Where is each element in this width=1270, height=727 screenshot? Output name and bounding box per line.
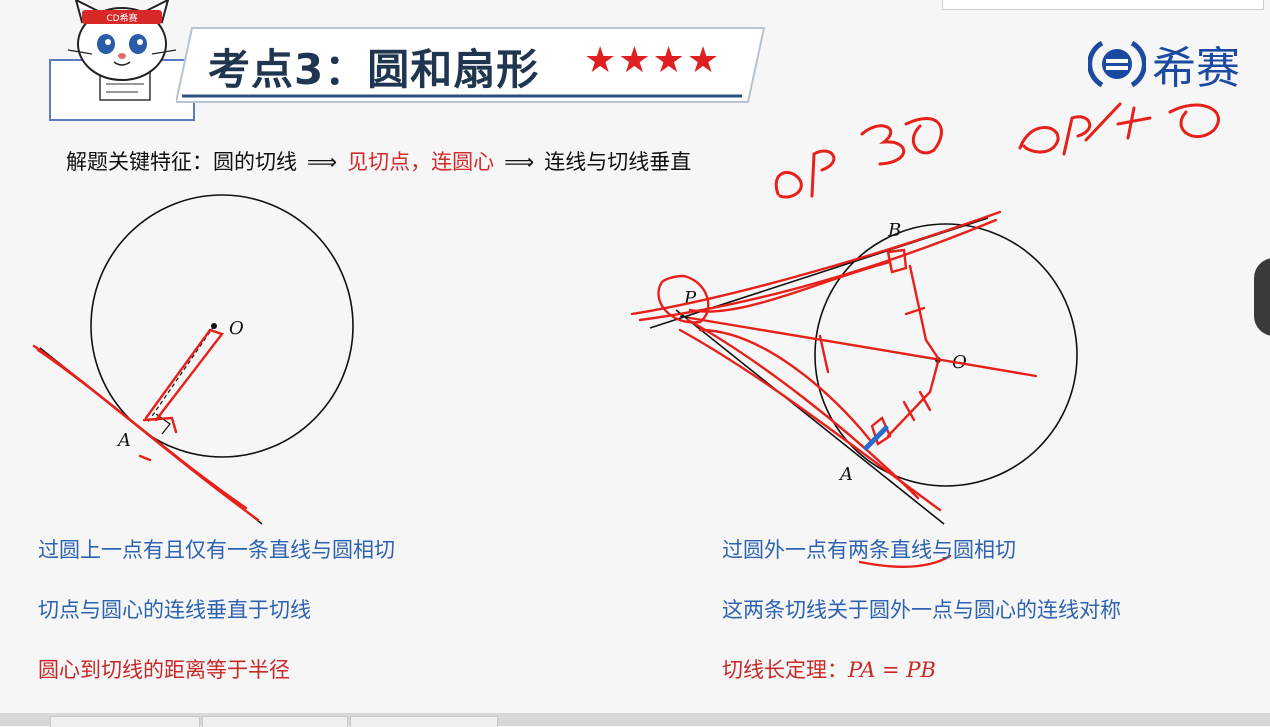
bottom-tab[interactable] [350, 716, 498, 727]
label-a: A [838, 464, 853, 485]
right-note-3: 切线长定理：PA = PB [722, 654, 936, 684]
left-note-3: 圆心到切线的距离等于半径 [38, 658, 290, 682]
right-angle-mark [155, 413, 171, 435]
bottom-tab[interactable] [50, 716, 200, 727]
label-b: B [887, 220, 901, 241]
left-circle [90, 194, 354, 458]
page-title: 考点3：圆和扇形 [208, 45, 540, 94]
left-note-1: 过圆上一点有且仅有一条直线与圆相切 [38, 538, 395, 562]
left-label-a: A [116, 430, 131, 451]
handwritten-scribbles [774, 102, 1220, 199]
tangent-length-theorem-label: 切线长定理： [722, 658, 848, 682]
side-scroll-handle[interactable] [1254, 258, 1270, 336]
right-red-annotations [630, 210, 1038, 568]
tangent-length-formula: PA = PB [848, 658, 936, 682]
title-banner [176, 27, 766, 103]
key-feature-result: 连线与切线垂直 [544, 150, 692, 174]
left-figure: O A [32, 194, 354, 525]
svg-text:CD希赛: CD希赛 [106, 12, 137, 24]
difficulty-stars: ★★★★ [584, 40, 722, 81]
brand-logo: 希赛 [1088, 34, 1240, 94]
left-red-annotations [32, 328, 260, 522]
right-note-1: 过圆外一点有两条直线与圆相切 [722, 538, 1016, 562]
blue-right-angle-mark [863, 425, 889, 451]
brand-icon [1088, 40, 1146, 88]
right-circle [814, 223, 1078, 487]
label-p: P [683, 288, 697, 309]
left-label-o: O [229, 318, 244, 339]
implies-arrow: ⟹ [504, 150, 535, 174]
implies-arrow: ⟹ [307, 150, 338, 174]
key-feature-highlight: 见切点，连圆心 [347, 150, 495, 174]
left-note-2: 切点与圆心的连线垂直于切线 [38, 598, 311, 622]
cat-mascot-logo: CD希赛 [49, 0, 195, 121]
bottom-tab-strip [0, 713, 1270, 727]
key-feature-line: 解题关键特征：圆的切线 ⟹ 见切点，连圆心 ⟹ 连线与切线垂直 [66, 146, 691, 176]
right-figure: P B O A [630, 210, 1078, 568]
tangent-pa [675, 309, 945, 525]
brand-name: 希赛 [1152, 43, 1240, 94]
right-note-2: 这两条切线关于圆外一点与圆心的连线对称 [722, 598, 1121, 622]
left-radius-dashed [147, 325, 215, 423]
left-center-dot [211, 323, 217, 329]
top-right-frame [942, 0, 1264, 10]
bottom-tab[interactable] [202, 716, 348, 727]
key-feature-label: 解题关键特征：圆的切线 [66, 150, 297, 174]
